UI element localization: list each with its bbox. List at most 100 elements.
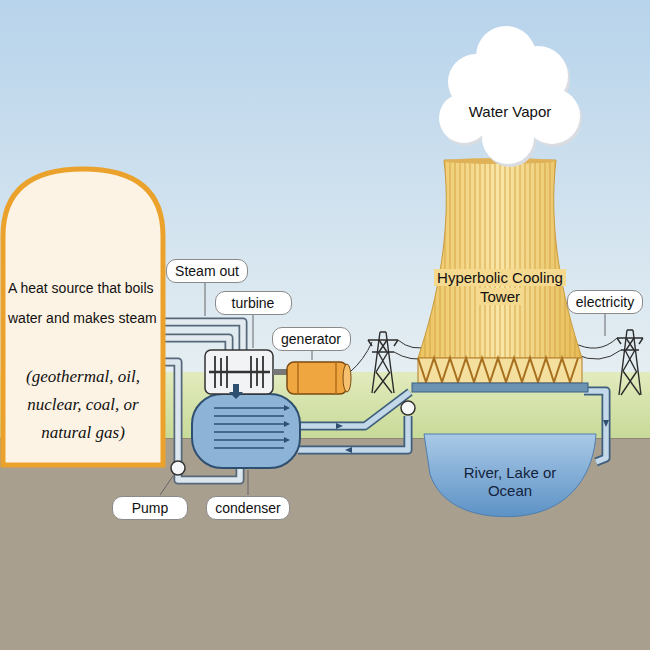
transmission-tower	[374, 340, 392, 393]
condenser-symbol	[214, 408, 284, 448]
flow-arrow	[336, 423, 343, 429]
vapor-cloud: Water Vapor	[436, 14, 586, 166]
cooling-tower-shape	[454, 158, 455, 358]
node-text: Water Vapor	[458, 103, 562, 121]
turbine-symbol	[209, 371, 270, 374]
generator-symbol	[335, 362, 337, 394]
callout-text: generator	[281, 330, 342, 348]
callout-text: Pump	[121, 499, 179, 517]
leader-line	[253, 314, 254, 348]
flow-arrow	[345, 447, 352, 453]
cooling-tower-shape	[484, 158, 485, 358]
cooling-water-pipe	[298, 392, 410, 426]
generator-symbol	[287, 362, 347, 394]
earth	[0, 438, 650, 650]
callout-label: Steam out	[166, 259, 248, 283]
node-text: A heat source that boils water and makes…	[8, 273, 162, 333]
condenser-symbol	[214, 447, 284, 449]
condenser-symbol	[214, 431, 284, 433]
turbine-symbol	[229, 384, 243, 399]
condenser-symbol	[214, 407, 284, 409]
condenser-symbol	[284, 437, 290, 443]
leader-line	[205, 282, 206, 316]
node-text-ground: Hyperbolic Cooling Tower	[434, 269, 566, 305]
cooling-tower-shape	[564, 158, 565, 358]
leader-line	[605, 313, 606, 336]
node-text: (geothermal, oil, nuclear, coal, or natu…	[13, 363, 153, 447]
condenser-symbol	[284, 405, 290, 411]
cooling-tower-shape	[418, 358, 582, 383]
turbine-symbol	[205, 350, 273, 399]
cooling-tower-shape	[579, 158, 580, 358]
transmission-tower	[617, 330, 643, 395]
cloud-shape	[439, 26, 580, 164]
leader-line	[312, 350, 313, 360]
cooling-tower-shape	[444, 158, 556, 164]
transmission-tower	[368, 332, 398, 393]
cooling-tower-shape	[524, 158, 525, 358]
cooling-tower-shape	[449, 158, 450, 358]
cloud-shape	[436, 14, 586, 166]
cooling-tower-shape	[569, 158, 570, 358]
transmission-tower	[372, 332, 394, 393]
cooling-tower-shape	[574, 158, 575, 358]
callout-text: condenser	[215, 499, 280, 517]
cooling-tower-shape	[444, 158, 445, 358]
condenser-symbol	[214, 423, 284, 425]
callout-label: condenser	[206, 496, 289, 520]
cooling-tower-shape	[474, 158, 475, 358]
cooling-water-pipe	[298, 416, 408, 450]
cooling-tower: Hyperbolic Cooling Tower	[408, 158, 592, 394]
cooling-tower-shape	[554, 158, 555, 358]
cooling-tower-shape	[519, 158, 520, 358]
cooling-tower-shape	[439, 158, 440, 358]
cooling-tower-shape	[469, 158, 470, 358]
condenser-symbol	[284, 421, 290, 427]
power-wires	[350, 342, 372, 372]
transmission-tower	[619, 330, 641, 395]
node-text: Hyperbolic Cooling Tower	[430, 268, 570, 306]
cooling-tower-shape	[434, 158, 435, 358]
condenser-symbol	[214, 415, 284, 417]
cooling-tower-shape	[464, 158, 465, 358]
callout-text: electricity	[576, 293, 634, 311]
cooling-tower-shape	[429, 158, 430, 358]
steam-pipe	[160, 322, 243, 352]
cooling-tower-shape	[459, 158, 460, 358]
callout-text: Steam out	[175, 262, 239, 280]
cooling-tower-shape	[544, 158, 545, 358]
cooling-tower-shape	[504, 158, 505, 358]
callout-label: generator	[272, 327, 351, 351]
node-text: River, Lake or Ocean	[460, 464, 560, 500]
heat-source-shape	[3, 169, 163, 465]
flow-arrow	[603, 420, 609, 427]
heat-source-building: A heat source that boils water and makes…	[0, 166, 166, 468]
transmission-tower	[621, 338, 640, 395]
cooling-water-pipe	[298, 416, 408, 450]
condenser-symbol	[214, 439, 284, 441]
cooling-water-pipe	[298, 392, 410, 426]
condenser-symbol	[284, 405, 290, 443]
condenser-symbol	[192, 394, 300, 468]
callout-label: electricity	[567, 290, 643, 314]
generator-symbol	[297, 362, 299, 394]
generator-symbol	[343, 364, 351, 392]
cooling-tower-shape	[419, 158, 420, 358]
cooling-tower-shape	[494, 158, 495, 358]
cooling-tower-shape	[529, 158, 530, 358]
cooling-tower-shape	[479, 158, 480, 358]
steam-pipe	[160, 322, 243, 352]
pump-symbol	[171, 461, 185, 475]
leader-line	[160, 476, 173, 495]
cooling-tower-shape	[424, 158, 425, 358]
cooling-tower-shape	[539, 158, 540, 358]
cooling-tower-shape	[420, 158, 580, 358]
water-body: River, Lake or Ocean	[424, 430, 596, 520]
pump-symbol	[401, 401, 415, 415]
cooling-tower-shape	[534, 158, 535, 358]
cooling-tower-shape	[559, 158, 560, 358]
cooling-tower-shape	[514, 158, 515, 358]
cooling-tower-shape	[499, 158, 500, 358]
condenser-symbol	[192, 394, 300, 468]
